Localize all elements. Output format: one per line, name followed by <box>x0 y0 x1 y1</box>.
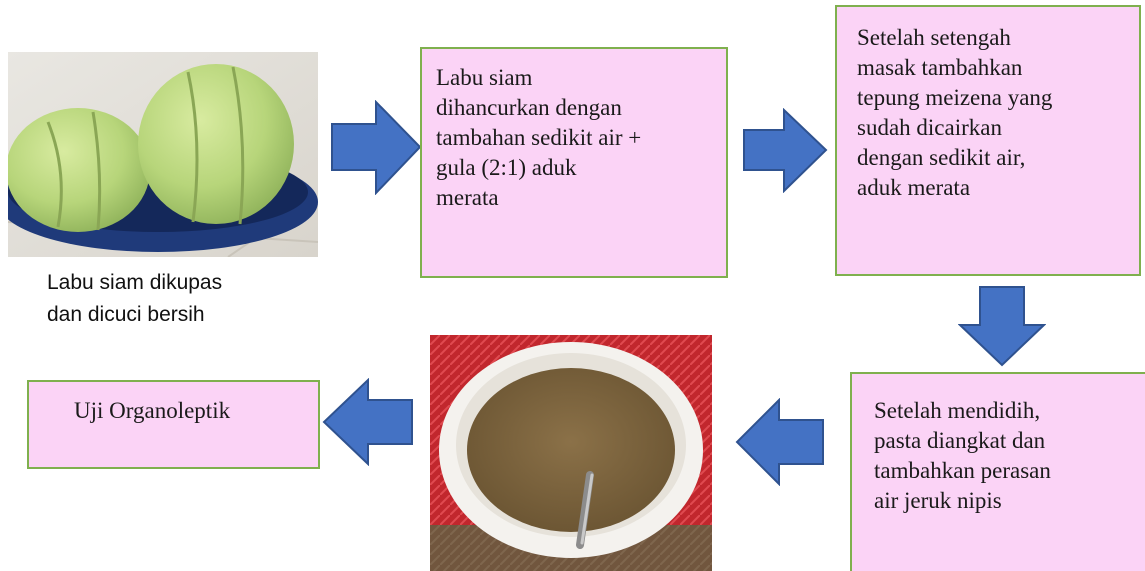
step3-line: dengan sedikit air, <box>857 145 1026 170</box>
step3-line: Setelah setengah <box>857 25 1011 50</box>
step2-line: gula (2:1) aduk <box>436 155 577 180</box>
chayote-photo <box>8 52 318 257</box>
step2-line: dihancurkan dengan <box>436 95 622 120</box>
right-arrow-1 <box>331 100 422 195</box>
left-arrow-1 <box>735 398 824 486</box>
step4-line: Setelah mendidih, <box>874 398 1041 423</box>
step4-line: tambahkan perasan <box>874 458 1051 483</box>
paste-bowl-photo <box>430 335 712 571</box>
step2-line: merata <box>436 185 499 210</box>
step1-caption: Labu siam dikupas dan dicuci bersih <box>47 267 222 331</box>
step4-line: air jeruk nipis <box>874 488 1002 513</box>
step3-line: aduk merata <box>857 175 971 200</box>
right-arrow-2 <box>743 108 828 193</box>
left-arrow-2 <box>322 378 413 466</box>
step5-line: Uji Organoleptik <box>74 398 231 423</box>
step4-line: pasta diangkat dan <box>874 428 1046 453</box>
step3-line: tepung meizena yang <box>857 85 1053 110</box>
step5-box: Uji Organoleptik <box>27 380 320 469</box>
step1-caption-line: dan dicuci bersih <box>47 303 205 326</box>
step3-line: sudah dicairkan <box>857 115 1002 140</box>
step1-caption-line: Labu siam dikupas <box>47 271 223 294</box>
step4-box: Setelah mendidih, pasta diangkat dan tam… <box>850 372 1145 571</box>
step2-line: Labu siam <box>436 65 533 90</box>
step3-box: Setelah setengah masak tambahkan tepung … <box>835 5 1141 276</box>
step2-box: Labu siam dihancurkan dengan tambahan se… <box>420 47 728 278</box>
step2-line: tambahan sedikit air + <box>436 125 642 150</box>
step3-line: masak tambahkan <box>857 55 1023 80</box>
down-arrow <box>958 286 1046 367</box>
